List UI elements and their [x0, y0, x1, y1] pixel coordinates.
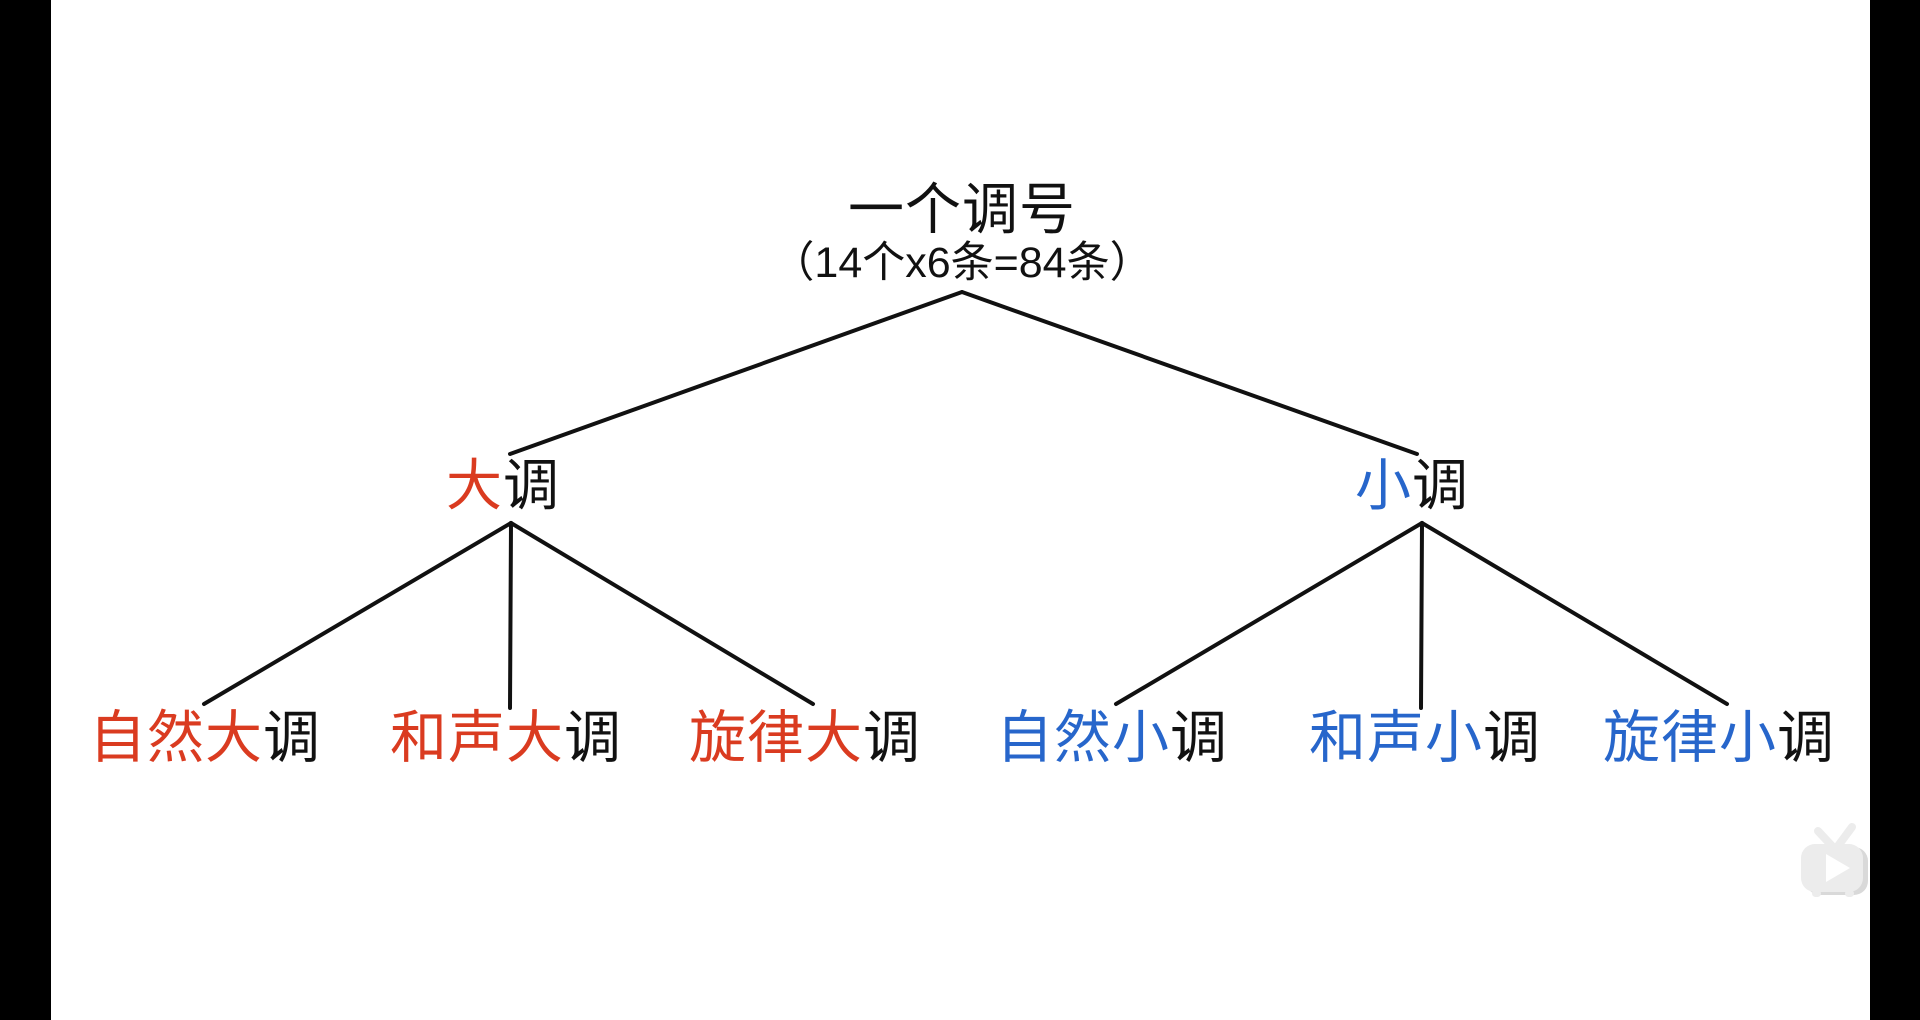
leaf-plain-text: 调	[1777, 706, 1835, 770]
leaf-plain-text: 调	[263, 706, 321, 770]
leaf-accent-text: 旋律小	[1603, 706, 1777, 770]
node-minor: 小调	[1355, 458, 1469, 514]
leaf-plain-text: 调	[564, 706, 622, 770]
edge-major-harmonic	[508, 521, 513, 710]
node-leaf-melodic-minor: 旋律小调	[1603, 710, 1835, 767]
leaf-plain-text: 调	[1483, 706, 1541, 770]
leaf-plain-text: 调	[1170, 706, 1228, 770]
edge-minor-melodic	[1420, 521, 1729, 706]
node-root-title: 一个调号	[848, 178, 1076, 241]
letterbox-left	[0, 0, 51, 1020]
leaf-accent-text: 自然小	[996, 706, 1170, 770]
tree-edges	[202, 290, 1729, 710]
node-leaf-natural-minor: 自然小调	[996, 710, 1228, 767]
edge-minor-harmonic	[1419, 521, 1424, 710]
node-minor-accent-text: 小	[1355, 454, 1412, 517]
leaf-accent-text: 自然大	[89, 706, 263, 770]
edge-minor-natural	[1114, 521, 1424, 706]
node-minor-plain-text: 调	[1412, 454, 1469, 517]
leaf-accent-text: 和声小	[1309, 706, 1483, 770]
node-major-accent-text: 大	[446, 454, 503, 517]
node-leaf-natural-major: 自然大调	[89, 710, 321, 767]
edge-root-minor	[960, 290, 1419, 456]
node-leaf-harmonic-minor: 和声小调	[1309, 710, 1541, 767]
node-leaf-melodic-major: 旋律大调	[689, 710, 921, 767]
tv-play-icon	[1801, 823, 1868, 897]
node-root-subtitle: （14个x6条=84条）	[771, 239, 1153, 287]
node-leaf-harmonic-major: 和声大调	[390, 710, 622, 767]
leaf-accent-text: 和声大	[390, 706, 564, 770]
player-resume-button[interactable]	[1795, 822, 1870, 902]
letterbox-right	[1870, 0, 1920, 1020]
edge-major-melodic	[509, 521, 815, 706]
leaf-accent-text: 旋律大	[689, 706, 863, 770]
edge-major-natural	[202, 521, 513, 706]
edge-root-major	[508, 290, 964, 456]
diagram-canvas: 一个调号 （14个x6条=84条） 大调 小调 自然大调 和声大调 旋律大调 自…	[51, 0, 1870, 1020]
node-major-plain-text: 调	[503, 454, 560, 517]
leaf-plain-text: 调	[863, 706, 921, 770]
node-major: 大调	[446, 458, 560, 514]
